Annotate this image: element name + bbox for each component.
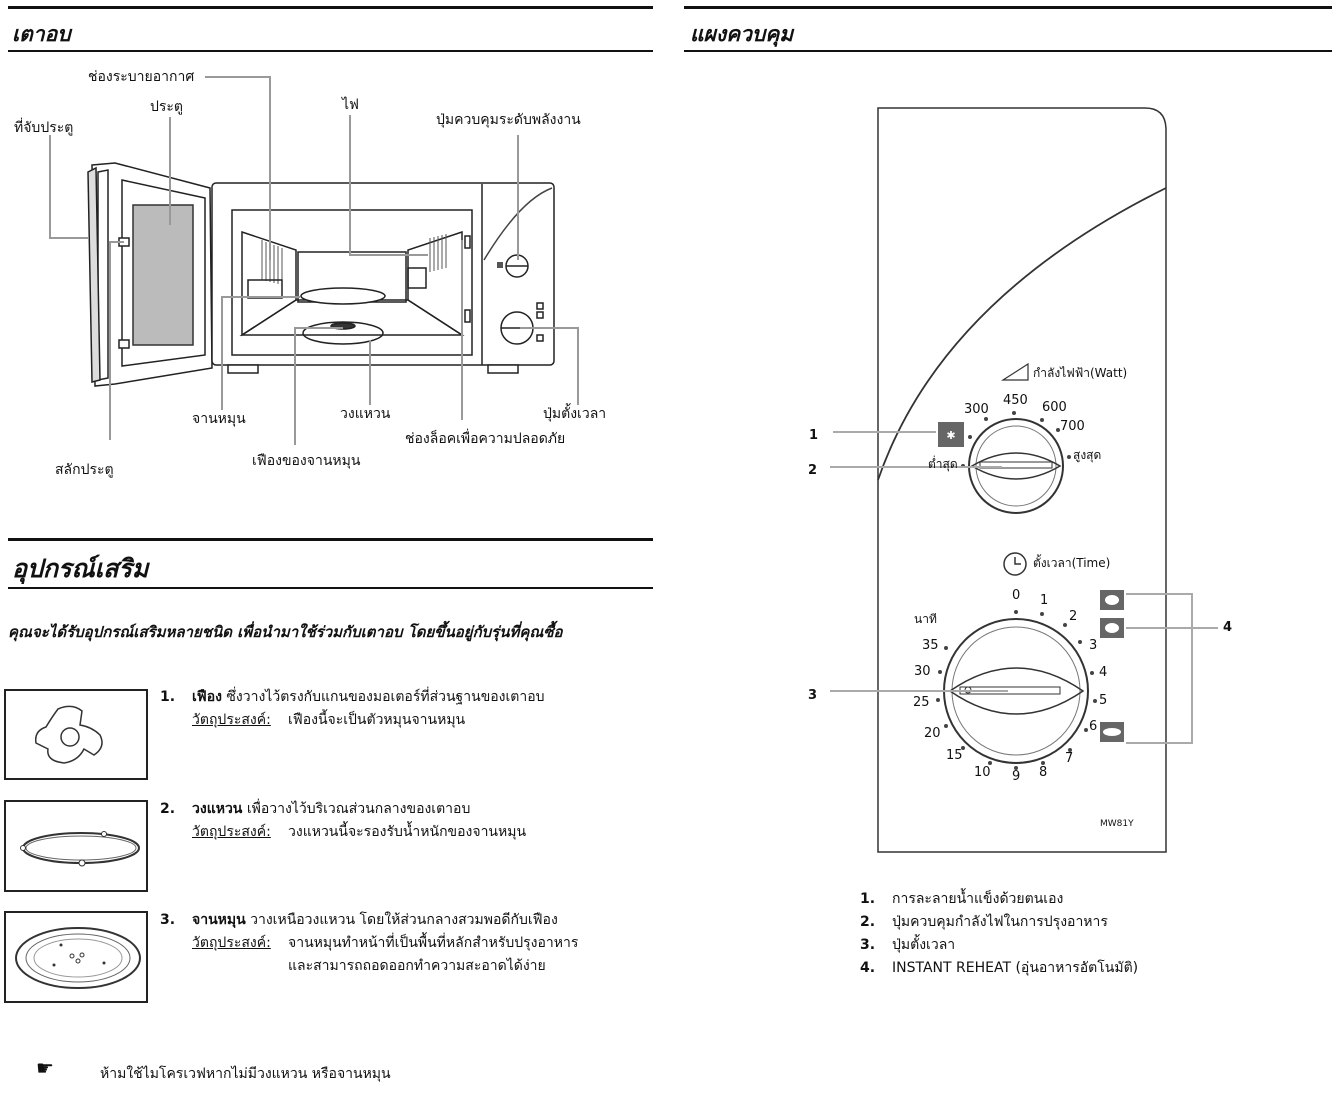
timer-number: 20 [924,726,941,741]
item-number: 2. [160,801,176,817]
item-number: 1. [160,689,176,705]
model-number: MW81Y [1100,819,1134,829]
oven-top-rule [8,6,653,9]
svg-text:✱: ✱ [946,429,955,442]
label-door-latches: สลักประตู [55,462,114,478]
item-purpose-line2: และสามารถถอดออกทำความสะอาดได้ง่าย [288,958,546,974]
power-low-label: ต่ำสุด [928,457,958,471]
accessory-item-1: 1. เฟือง ซึ่งวางไว้ตรงกับแกนของมอเตอร์ที่… [160,686,545,732]
control-panel-legend: 1.การละลายน้ำแข็งด้วยตนเอง 2.ปุ่มควบคุมก… [860,888,1138,980]
accessory-item-3: 3. จานหมุน วางเหนือวงแหวน โดยให้ส่วนกลางส… [160,909,578,978]
panel-section-title: แผงควบคุม [690,21,794,46]
label-roller-ring: วงแหวน [340,406,391,422]
label-light: ไฟ [342,97,359,113]
coupler-image [4,689,148,780]
label-door-handle: ที่จับประตู [14,120,74,136]
warning-text: ห้ามใช้ไมโครเวฟหากไม่มีวงแหวน หรือจานหมุ… [100,1066,391,1082]
timer-number: 0 [1012,588,1021,603]
oven-illustration [49,76,579,445]
timer-number: 15 [946,748,963,763]
legend-item-3: 3.ปุ่มตั้งเวลา [860,937,956,953]
item-desc: เพื่อวางไว้บริเวณส่วนกลางของเตาอบ [242,801,471,817]
callout-4: 4 [1223,620,1233,635]
legend-item-2: 2.ปุ่มควบคุมกำลังไฟในการปรุงอาหาร [860,914,1108,930]
legend-item-4: 4.INSTANT REHEAT (อุ่นอาหารอัตโนมัติ) [860,960,1139,976]
label-vent: ช่องระบายอากาศ [88,69,195,85]
label-turntable: จานหมุน [192,411,246,427]
timer-number: 8 [1039,765,1048,780]
oven-title-rule [8,50,653,52]
accessories-title-rule [8,587,653,589]
legend-item-1: 1.การละลายน้ำแข็งด้วยตนเอง [860,891,1064,907]
timer-number: 7 [1065,751,1074,766]
item-desc: ซึ่งวางไว้ตรงกับแกนของมอเตอร์ที่ส่วนฐานข… [221,689,545,705]
oven-section-title: เตาอบ [12,21,71,46]
panel-top-rule [684,6,1332,9]
item-desc: วางเหนือวงแหวน โดยให้ส่วนกลางสวมพอดีกับเ… [245,912,558,928]
label-power-knob: ปุ่มควบคุมระดับพลังงาน [436,112,581,128]
item-name: เฟือง [192,689,222,705]
callout-2: 2 [808,463,818,478]
label-door: ประตู [150,99,184,115]
purpose-label: วัตถุประสงค์: [192,935,271,951]
panel-title-rule [684,50,1332,52]
timer-number: 2 [1069,609,1078,624]
power-value-300: 300 [964,402,989,417]
timer-number: 9 [1012,769,1021,784]
label-coupler: เฟืองของจานหมุน [252,453,361,469]
control-panel-illustration: ✱ [800,100,1240,860]
timer-number: 6 [1089,719,1098,734]
timer-number: 25 [913,695,930,710]
power-value-600: 600 [1042,400,1067,415]
item-name: จานหมุน [192,912,246,928]
timer-number: 1 [1040,593,1049,608]
item-name: วงแหวน [192,801,243,817]
timer-number: 3 [1089,638,1098,653]
pointing-hand-icon: ☛ [36,1056,54,1080]
power-label: กำลังไฟฟ้า(Watt) [1033,366,1128,380]
timer-number: 35 [922,638,939,653]
callout-1: 1 [809,428,819,443]
purpose-label: วัตถุประสงค์: [192,824,271,840]
power-value-450: 450 [1003,393,1028,408]
item-number: 3. [160,912,176,928]
timer-number: 10 [974,765,991,780]
timer-number: 30 [914,664,931,679]
roller-ring-image [4,800,148,892]
timer-number: 4 [1099,665,1108,680]
timer-unit-label: นาที [914,612,937,626]
label-timer-knob: ปุ่มตั้งเวลา [543,406,607,422]
callout-3: 3 [808,688,818,703]
item-purpose: จานหมุนทำหน้าที่เป็นพื้นที่หลักสำหรับปรุ… [288,935,579,951]
timer-label: ตั้งเวลา(Time) [1033,556,1111,570]
accessory-item-2: 2. วงแหวน เพื่อวางไว้บริเวณส่วนกลางของเตา… [160,798,526,844]
label-safety-lock: ช่องล็อคเพื่อความปลอดภัย [405,431,566,447]
accessories-top-rule [8,538,653,541]
power-value-700: 700 [1060,419,1085,434]
item-purpose: เฟืองนี้จะเป็นตัวหมุนจานหมุน [288,712,466,728]
purpose-label: วัตถุประสงค์: [192,712,271,728]
turntable-image [4,911,148,1003]
timer-number: 5 [1099,693,1108,708]
accessories-section-title: อุปกรณ์เสริม [12,554,149,583]
item-purpose: วงแหวนนี้จะรองรับน้ำหนักของจานหมุน [288,824,527,840]
power-high-label: สูงสุด [1073,448,1102,462]
accessories-intro: คุณจะได้รับอุปกรณ์เสริมหลายชนิด เพื่อนำม… [8,623,563,641]
